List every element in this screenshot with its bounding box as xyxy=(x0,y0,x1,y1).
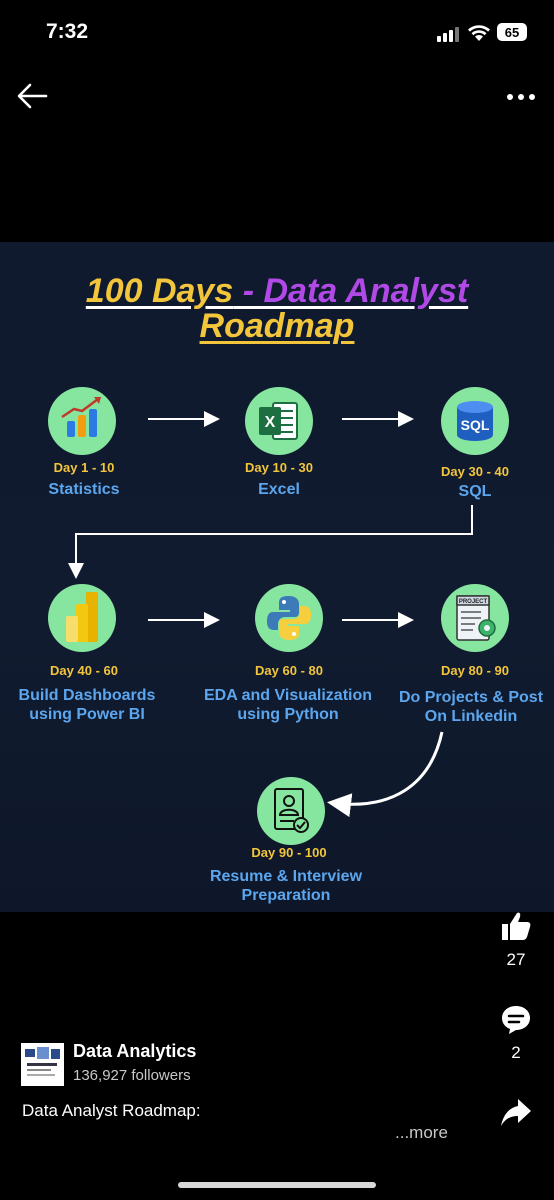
project-icon: PROJECT xyxy=(456,595,496,641)
resume-icon xyxy=(274,788,309,833)
step-6-label-line2: On Linkedin xyxy=(424,708,518,725)
step-4-circle xyxy=(48,584,116,652)
bar-chart-icon xyxy=(61,397,101,437)
step-5-label: EDA and Visualization using Python xyxy=(178,686,398,724)
share-icon[interactable] xyxy=(500,1096,532,1128)
sql-database-icon: SQL xyxy=(457,401,493,441)
step-6-circle: PROJECT xyxy=(441,584,509,652)
sql-text: SQL xyxy=(461,417,490,433)
comment-icon[interactable] xyxy=(500,1003,532,1035)
author-logo-icon xyxy=(25,1047,60,1076)
step-7-label-line1: Resume & Interview xyxy=(209,868,363,885)
step-5-label-line2: using Python xyxy=(237,706,339,723)
arrow-3-4 xyxy=(68,505,473,579)
author-name[interactable]: Data Analytics xyxy=(73,1041,197,1061)
signal-icon xyxy=(437,27,459,42)
step-1-circle xyxy=(48,387,116,455)
step-4-label-line2: using Power BI xyxy=(29,706,145,723)
step-3-day: Day 30 - 40 xyxy=(441,464,509,479)
step-4-day: Day 40 - 60 xyxy=(50,663,118,678)
flow-arrows xyxy=(68,411,473,818)
step-6-label: Do Projects & Post On Linkedin xyxy=(361,688,554,726)
step-5-circle xyxy=(255,584,323,652)
excel-letter: X xyxy=(265,414,276,431)
title-sep: - xyxy=(233,272,264,310)
more-dots-icon[interactable] xyxy=(506,92,538,102)
step-6-day: Day 80 - 90 xyxy=(441,663,509,678)
python-icon xyxy=(267,596,311,640)
project-text: PROJECT xyxy=(459,599,488,605)
excel-icon: X xyxy=(259,402,298,440)
step-4-label-line1: Build Dashboards xyxy=(18,687,156,704)
post-image[interactable]: 100 Days - Data Analyst Roadmap Day 1 - … xyxy=(0,242,554,912)
step-3-circle: SQL xyxy=(441,387,509,455)
like-count: 27 xyxy=(506,950,526,969)
title-roadmap: Roadmap xyxy=(199,307,355,345)
like-thumb-icon[interactable] xyxy=(500,910,532,942)
step-7-label-line2: Preparation xyxy=(241,887,331,904)
step-2-circle: X xyxy=(245,387,313,455)
status-time: 7:32 xyxy=(46,20,89,43)
step-5-day: Day 60 - 80 xyxy=(255,663,323,678)
step-7-label: Resume & Interview Preparation xyxy=(176,867,396,905)
author-followers: 136,927 followers xyxy=(73,1067,191,1084)
step-6-label-line1: Do Projects & Post xyxy=(398,689,544,706)
step-5-label-line1: EDA and Visualization xyxy=(203,687,373,704)
arrow-6-7 xyxy=(327,731,444,818)
back-arrow-icon[interactable] xyxy=(16,82,48,110)
step-2-day: Day 10 - 30 xyxy=(245,460,313,475)
step-2-label: Excel xyxy=(258,481,300,498)
roadmap-title: 100 Days - Data Analyst xyxy=(0,272,554,311)
comment-count: 2 xyxy=(511,1043,521,1062)
power-bi-icon xyxy=(66,592,98,642)
home-indicator[interactable] xyxy=(178,1182,376,1188)
step-7-circle xyxy=(257,777,325,845)
step-3-label: SQL xyxy=(458,483,492,500)
step-4-label: Build Dashboards using Power BI xyxy=(0,686,197,724)
battery-indicator: 65 xyxy=(497,23,527,41)
step-1-day: Day 1 - 10 xyxy=(53,460,115,475)
step-1-label: Statistics xyxy=(48,481,120,498)
wifi-icon xyxy=(468,25,490,41)
step-7-day: Day 90 - 100 xyxy=(251,845,327,860)
author-avatar[interactable] xyxy=(21,1043,64,1086)
title-role: Data Analyst xyxy=(263,272,469,310)
see-more-link[interactable]: ...more xyxy=(395,1123,448,1142)
title-days: 100 Days xyxy=(85,272,234,310)
post-caption: Data Analyst Roadmap: xyxy=(22,1101,201,1120)
